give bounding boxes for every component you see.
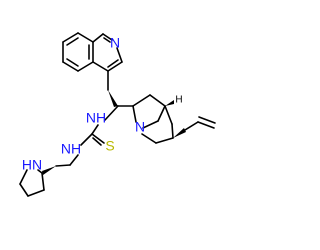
molecule-structure: N NH S NH HN N H: [19, 32, 216, 197]
bond: [91, 124, 99, 135]
bond: [104, 105, 119, 121]
bond: [184, 121, 199, 131]
bond: [92, 137, 102, 146]
bond: [107, 61, 123, 72]
thiourea-group: [69, 124, 105, 166]
bond: [62, 61, 79, 72]
bond: [149, 94, 166, 107]
bond: [77, 32, 94, 43]
bond: [91, 133, 105, 144]
bond: [107, 59, 119, 68]
bond: [66, 58, 79, 67]
bond: [132, 105, 137, 123]
bond: [102, 33, 113, 41]
bond: [19, 169, 28, 185]
bond: [171, 123, 174, 139]
bond: [41, 172, 45, 191]
bond: [66, 37, 79, 46]
wedge-bond: [165, 100, 174, 106]
bond: [157, 105, 166, 122]
nh-atom-label: NH: [61, 141, 81, 157]
wedge-bond: [108, 90, 118, 107]
bond: [155, 137, 174, 144]
bond: [141, 133, 157, 144]
bond: [92, 61, 109, 72]
bond: [62, 32, 79, 43]
bond: [103, 37, 111, 43]
sulfur-atom-label: S: [105, 138, 114, 154]
quinoline-ring-system: [62, 32, 123, 72]
bond: [132, 94, 151, 107]
bond: [27, 189, 45, 197]
bond: [77, 61, 94, 72]
bond: [142, 120, 159, 129]
nh-atom-label: NH: [86, 110, 106, 126]
bond: [197, 121, 215, 129]
structure-canvas: N NH S NH HN N H: [19, 32, 216, 197]
quinuclidine-cage: [132, 94, 216, 144]
bond: [69, 154, 79, 166]
bond: [116, 47, 123, 63]
nitrogen-atom-label: N: [110, 35, 120, 51]
bridgehead-hydrogen-label: H: [175, 95, 182, 106]
quinuclidine-nitrogen-label: N: [135, 119, 145, 135]
bond: [37, 169, 43, 174]
wedge-bond: [173, 128, 186, 138]
c9-stereocentre: [104, 70, 134, 121]
bond: [198, 116, 216, 124]
bond: [164, 105, 173, 125]
wedge-bond: [42, 166, 56, 175]
bond: [55, 164, 71, 167]
pyrrolidine-ring: [19, 164, 71, 197]
pyrrolidine-nh-atom-label: HN: [22, 157, 42, 173]
bond: [19, 183, 29, 197]
bond: [92, 33, 104, 43]
bond: [80, 133, 93, 146]
